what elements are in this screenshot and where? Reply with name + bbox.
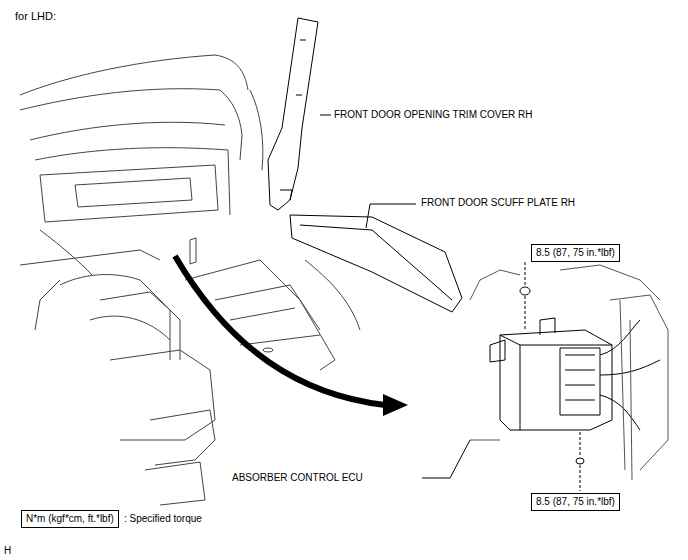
torque-box: 8.5 (87, 75 in.*lbf) (531, 493, 620, 511)
part-name: FRONT DOOR OPENING TRIM COVER RH (334, 109, 533, 121)
leader-line (370, 204, 416, 205)
leader-line (422, 440, 470, 478)
torque-value: 8.5 (87, 75 in.*lbf) (536, 247, 615, 259)
variant-note: for LHD: (15, 10, 56, 22)
torque-value: N*m (kgf*cm, ft.*lbf) (26, 513, 114, 525)
torque-legend-box: N*m (kgf*cm, ft.*lbf) (21, 510, 119, 528)
figure-code: H (4, 545, 11, 557)
part-name: FRONT DOOR SCUFF PLATE RH (421, 197, 575, 209)
direction-arrow (175, 256, 385, 405)
scuff-plate (290, 215, 462, 312)
torque-box: 8.5 (87, 75 in.*lbf) (531, 244, 620, 262)
part-name: ABSORBER CONTROL ECU (232, 472, 363, 484)
ecu-drawing (470, 262, 668, 491)
leader-line (366, 204, 370, 228)
leader-line (320, 115, 331, 116)
legend-text: : Specified torque (124, 513, 202, 525)
torque-value: 8.5 (87, 75 in.*lbf) (536, 496, 615, 508)
trim-cover (268, 18, 318, 210)
